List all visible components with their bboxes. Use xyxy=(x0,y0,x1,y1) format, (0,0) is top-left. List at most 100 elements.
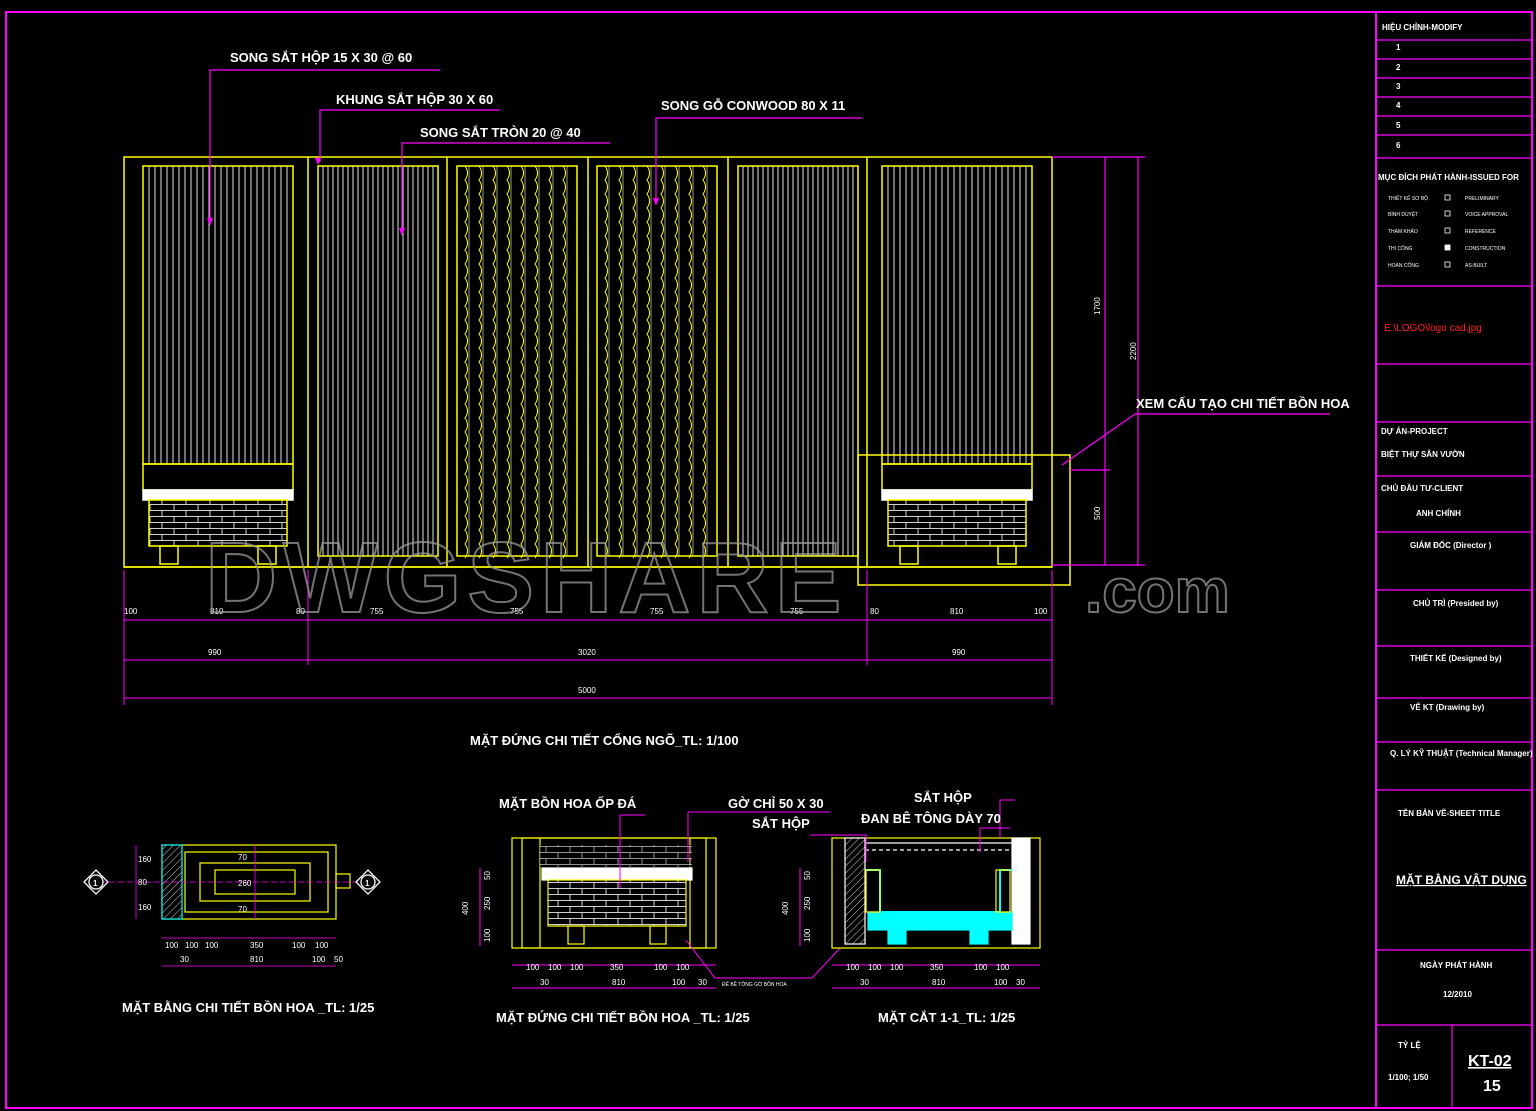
tb-issued-checkbox xyxy=(1444,210,1451,217)
tb-issued-right: PRELIMINARY xyxy=(1465,196,1499,202)
watermark-suffix: .com xyxy=(1085,557,1230,626)
tb-scale: 1/100; 1/50 xyxy=(1388,1073,1429,1082)
tb-modify-row: 5 xyxy=(1396,121,1401,130)
slat-line xyxy=(688,165,692,559)
slat-line xyxy=(618,165,622,559)
slat-line xyxy=(632,165,636,559)
tb-issued-right: CONSTRUCTION xyxy=(1465,246,1506,252)
dim-vert-1700: 1700 xyxy=(1093,297,1102,315)
dim-100-left: 100 xyxy=(124,607,138,616)
planter-section xyxy=(831,837,1041,949)
section-label-dan: ĐAN BÊ TÔNG DÀY 70 xyxy=(861,811,1001,826)
dim-80-right: 80 xyxy=(870,607,879,616)
tb-modify-header: HIỆU CHỈNH-MODIFY xyxy=(1382,23,1463,32)
tb-issued-checkbox xyxy=(1444,244,1451,251)
title-block-grid xyxy=(1376,39,1532,1108)
tb-sheet-no: 15 xyxy=(1483,1078,1501,1095)
dim-label: 100 xyxy=(315,941,329,950)
tb-logo-path: E:\LOGO\logo cad.jpg xyxy=(1384,323,1482,334)
section-dim-left-1: 50 xyxy=(803,871,812,880)
slat-line xyxy=(660,165,664,559)
section-mark-left: 1 xyxy=(93,879,98,888)
dim-label: 100 xyxy=(165,941,179,950)
plan-dim-right-0: 70 xyxy=(238,853,247,862)
front-dim-left-2: 250 xyxy=(483,896,492,910)
dim-755-c: 755 xyxy=(650,607,664,616)
slat-line xyxy=(478,165,482,559)
dim-label: 810 xyxy=(612,978,626,987)
slat-line xyxy=(604,165,608,559)
tb-issued-left: THIẾT KẾ SƠ BỘ xyxy=(1388,195,1428,202)
slat-line xyxy=(534,165,538,559)
dim-label: 350 xyxy=(610,963,624,972)
plan-dim-left-1: 80 xyxy=(138,878,147,887)
front-label-de: ĐẾ BÊ TÔNG GỜ BỒN HOA xyxy=(722,980,787,988)
dim-label: 350 xyxy=(250,941,264,950)
tb-issued-checkbox xyxy=(1444,227,1451,234)
tb-issued-left: HOÀN CÔNG xyxy=(1388,262,1419,269)
slat-line xyxy=(464,165,468,559)
dim-755-d: 755 xyxy=(790,607,804,616)
section-mark-right: 1 xyxy=(365,879,370,888)
section-marker-right: 1 xyxy=(355,869,381,895)
callout-song-sat-hop: SONG SẮT HỘP 15 X 30 @ 60 xyxy=(230,50,412,65)
dim-label: 100 xyxy=(974,963,988,972)
tb-designed: THIẾT KẾ (Designed by) xyxy=(1410,653,1502,663)
tb-scale-label: TỶ LỆ xyxy=(1398,1041,1421,1050)
plan-dim-right-1: 260 xyxy=(238,879,252,888)
tb-modify-row: 6 xyxy=(1396,141,1401,150)
section-dim-left-3: 100 xyxy=(803,928,812,942)
plan-dim-left-2: 160 xyxy=(138,903,152,912)
dim-label: 100 xyxy=(205,941,219,950)
dim-label: 30 xyxy=(180,955,189,964)
tb-issued-left: THI CÔNG xyxy=(1388,245,1413,252)
front-dim-left-0: 400 xyxy=(461,901,470,915)
leader-arrows xyxy=(207,158,659,236)
plan-title: MẶT BẰNG CHI TIẾT BỒN HOA _TL: 1/25 xyxy=(122,1000,374,1015)
elevation-leaders xyxy=(209,69,1330,566)
planter-plan xyxy=(100,844,374,967)
section-leaders xyxy=(799,799,1040,989)
section-dim-left-2: 250 xyxy=(803,896,812,910)
front-dim-left-3: 100 xyxy=(483,928,492,942)
dim-vert-500: 500 xyxy=(1093,506,1102,520)
tb-issued-right: VOICE APPROVAL xyxy=(1465,212,1508,218)
front-label-mat: MẶT BỒN HOA ỐP ĐÁ xyxy=(499,796,637,811)
dim-label: 30 xyxy=(860,978,869,987)
dim-label: 100 xyxy=(846,963,860,972)
dim-label: 100 xyxy=(890,963,904,972)
callout-song-sat-tron: SONG SẮT TRÒN 20 @ 40 xyxy=(420,125,581,140)
tb-project-label: DỰ ÁN-PROJECT xyxy=(1381,427,1448,436)
plan-dim-left-0: 160 xyxy=(138,855,152,864)
elevation-title: MẶT ĐỨNG CHI TIẾT CỔNG NGÕ_TL: 1/100 xyxy=(470,733,739,748)
dim-990-left: 990 xyxy=(208,648,222,657)
tb-client-name: ANH CHÍNH xyxy=(1416,509,1461,518)
section-title: MẶT CẮT 1-1_TL: 1/25 xyxy=(878,1010,1015,1025)
front-leaders xyxy=(479,811,841,989)
dim-label: 100 xyxy=(994,978,1008,987)
tb-modify-row: 1 xyxy=(1396,43,1401,52)
tb-issued-checkbox xyxy=(1444,261,1451,268)
tb-modify-row: 3 xyxy=(1396,82,1401,91)
tb-issued-left: THAM KHẢO xyxy=(1388,228,1418,235)
slat-line xyxy=(506,165,510,559)
dim-810-right: 810 xyxy=(950,607,964,616)
section-label-sat: SẮT HỘP xyxy=(914,790,972,805)
dim-label: 50 xyxy=(334,955,343,964)
vertical-bars-panel-2 xyxy=(322,166,434,556)
dim-label: 100 xyxy=(312,955,326,964)
dim-label: 30 xyxy=(698,978,707,987)
tb-presided: CHỦ TRÌ (Presided by) xyxy=(1413,599,1499,608)
slat-line xyxy=(646,165,650,559)
wood-slats-panel-3 xyxy=(464,165,568,559)
dim-100-right: 100 xyxy=(1034,607,1048,616)
tb-director: GIÁM ĐỐC (Director ) xyxy=(1410,540,1492,550)
tb-modify-row: 4 xyxy=(1396,101,1401,110)
tb-date: 12/2010 xyxy=(1443,990,1472,999)
gate-elevation xyxy=(123,156,1071,586)
callout-song-go: SONG GỖ CONWOOD 80 X 11 xyxy=(661,98,845,113)
